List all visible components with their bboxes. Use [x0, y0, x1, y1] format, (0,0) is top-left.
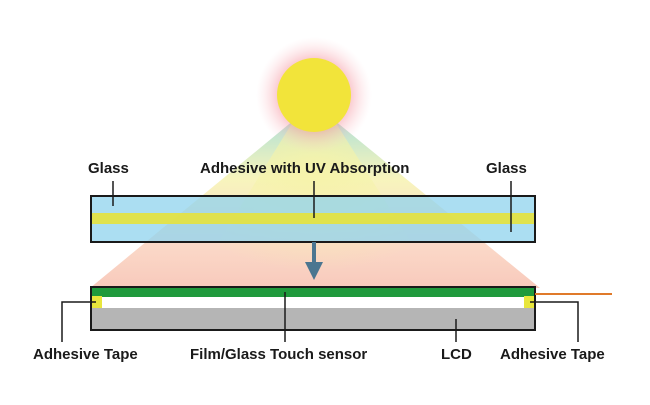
label-touch-sensor: Film/Glass Touch sensor [190, 346, 368, 363]
label-adhesive-uv: Adhesive with UV Absorption [200, 160, 410, 177]
label-glass-right: Glass [486, 160, 527, 177]
adhesive-tape-right-block [524, 296, 534, 308]
label-glass-left: Glass [88, 160, 129, 177]
lcd-assembly-outline [90, 286, 536, 331]
leader-tape-left [61, 301, 96, 342]
lcd-assembly [90, 286, 536, 331]
touch-sensor-layer [91, 287, 535, 297]
film-layer [91, 297, 535, 308]
label-lcd: LCD [441, 346, 472, 363]
sun-icon [277, 58, 351, 132]
lcd-layer [91, 308, 535, 330]
arrow-down-icon [305, 242, 323, 280]
leader-tape-right [530, 301, 579, 342]
label-adhesive-tape-right: Adhesive Tape [500, 346, 605, 363]
label-adhesive-tape-left: Adhesive Tape [33, 346, 138, 363]
adhesive-tape-left-block [92, 296, 102, 308]
glass-panel [90, 195, 536, 243]
uv-adhesive-layer [91, 213, 535, 224]
